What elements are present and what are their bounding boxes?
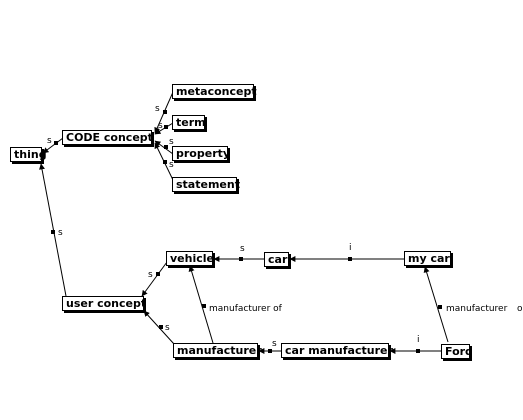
- node-car[interactable]: car: [264, 252, 289, 267]
- edge-marker: [54, 141, 58, 145]
- edge-marker: [159, 325, 163, 329]
- edge-label-s: s: [155, 104, 160, 114]
- edge-marker: [239, 257, 243, 261]
- edge-label-s: s: [272, 339, 277, 349]
- edge-marker: [268, 349, 272, 353]
- edge-label-s: s: [148, 270, 153, 280]
- node-ford[interactable]: Ford: [441, 344, 473, 359]
- edge-label-s: s: [158, 121, 163, 131]
- edge-label-manufacturer: manufacturer: [446, 304, 508, 314]
- node-property[interactable]: property: [172, 146, 230, 161]
- node-manufacturer[interactable]: manufacturer: [173, 343, 262, 358]
- edge-label-i: i: [349, 243, 352, 253]
- edge-marker: [438, 305, 442, 309]
- edge-label-s: s: [240, 244, 245, 254]
- edge-code-concept-to-thing: [42, 137, 64, 154]
- edge-manufacturer-of: [188, 265, 214, 344]
- edge-marker: [202, 304, 206, 308]
- node-code-concept[interactable]: CODE concept: [62, 130, 153, 145]
- edge-marker: [348, 257, 352, 261]
- node-statement[interactable]: statement: [172, 177, 240, 192]
- edge-marker: [164, 145, 168, 149]
- node-term[interactable]: term: [172, 115, 206, 130]
- edge-label-s: s: [47, 136, 52, 146]
- edge-label-s: s: [169, 160, 174, 170]
- node-user-concept[interactable]: user concept: [62, 296, 146, 311]
- edge-marker: [51, 230, 55, 234]
- node-thing[interactable]: thing: [10, 147, 47, 162]
- node-my-car[interactable]: my car: [404, 251, 451, 266]
- edge-label-s: s: [169, 137, 174, 147]
- edge-label-s: s: [165, 323, 170, 333]
- edge-marker: [163, 110, 167, 114]
- edge-marker: [416, 349, 420, 353]
- edge-marker: [164, 125, 168, 129]
- edge-ford-manufacturer-of-my-car: [423, 266, 449, 343]
- node-vehicle[interactable]: vehicle: [166, 251, 214, 266]
- edge-label-manufacturer-of: manufacturer of: [209, 304, 283, 314]
- edge-label-i: i: [417, 335, 420, 345]
- edge-marker: [156, 272, 160, 276]
- edge-label-s: s: [58, 228, 63, 238]
- edge-vehicle-to-user-concept: [141, 261, 168, 297]
- edge-marker: [163, 160, 167, 164]
- node-metaconcept[interactable]: metaconcept: [172, 84, 257, 99]
- node-car-manufacturer[interactable]: car manufacturer: [281, 343, 393, 358]
- edge-label-cut-off: o: [517, 304, 523, 314]
